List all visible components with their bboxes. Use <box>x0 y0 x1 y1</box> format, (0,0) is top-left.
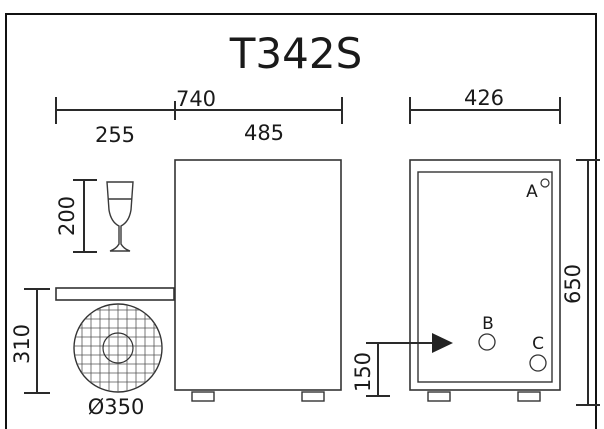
width-dimension-line <box>55 97 343 124</box>
fan-diameter-label: Ø350 <box>88 395 145 419</box>
side-foot-left <box>427 391 451 402</box>
side-foot-right <box>517 391 541 402</box>
unit-side-view-inner <box>417 171 553 383</box>
unit-side-view <box>409 159 561 391</box>
front-foot-left <box>191 391 215 402</box>
fan-height-dimension-line <box>24 288 50 394</box>
drawing-frame <box>5 13 597 429</box>
unit-front-view <box>174 159 342 391</box>
dimension-426: 426 <box>464 86 504 110</box>
point-c-label: C <box>532 334 544 354</box>
front-foot-right <box>301 391 325 402</box>
point-c-marker <box>529 354 547 372</box>
dimension-740: 740 <box>176 87 216 111</box>
point-b-label: B <box>482 314 494 334</box>
point-b-marker <box>478 333 496 351</box>
dimension-650: 650 <box>561 264 585 304</box>
dimension-150: 150 <box>351 352 375 392</box>
model-title: T342S <box>229 29 362 78</box>
dimension-310: 310 <box>10 324 34 364</box>
glass-height-dimension-line <box>73 179 97 253</box>
inlet-height-dimension-line <box>366 342 390 397</box>
dimension-200: 200 <box>55 196 79 236</box>
height-dimension-line <box>576 159 600 406</box>
point-a-marker <box>540 178 550 188</box>
wine-glass-icon <box>106 181 134 252</box>
depth-dimension-line <box>409 97 561 124</box>
point-a-label: A <box>526 182 538 202</box>
shelf-connector <box>55 287 175 301</box>
dimension-485: 485 <box>244 121 284 145</box>
fan-grille-icon <box>73 303 163 393</box>
dimension-255: 255 <box>95 123 135 147</box>
